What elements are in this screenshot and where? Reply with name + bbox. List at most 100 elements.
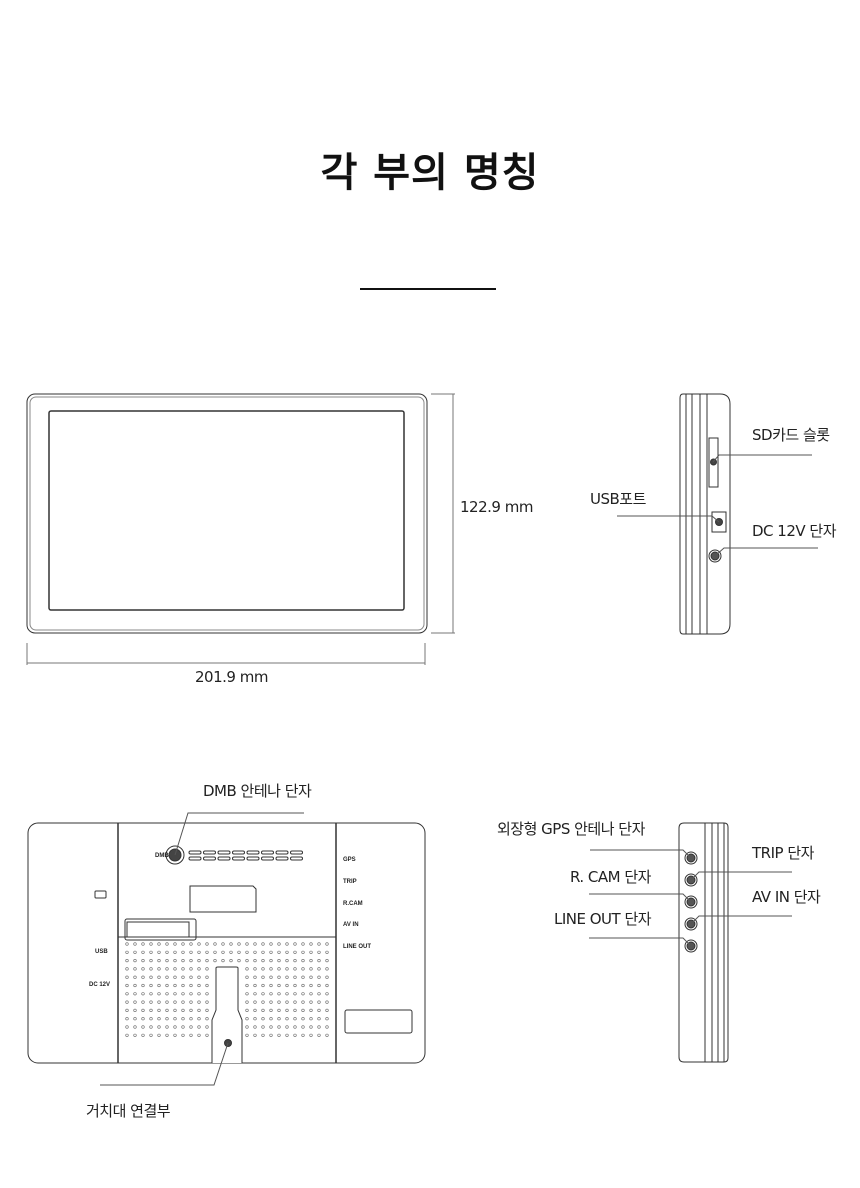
grille-hole: [181, 975, 185, 979]
grille-hole: [293, 975, 297, 979]
grille-hole: [325, 958, 329, 963]
page-title: 각 부의 명칭: [320, 150, 540, 196]
grille-hole: [245, 1025, 249, 1029]
grille-hole: [301, 983, 305, 988]
grille-hole: [237, 950, 241, 954]
grille-hole: [157, 1017, 161, 1021]
grille-hole: [269, 1008, 273, 1013]
grille-hole: [277, 967, 281, 971]
grille-hole: [285, 1025, 289, 1029]
grille-hole: [253, 1000, 257, 1004]
grille-hole: [189, 1008, 193, 1013]
grille-hole: [141, 950, 145, 954]
grille-hole: [293, 967, 297, 971]
grille-hole: [157, 967, 161, 971]
grille-hole: [285, 967, 289, 971]
grille-hole: [317, 1025, 321, 1029]
grille-hole: [133, 967, 137, 971]
grille-hole: [325, 975, 329, 979]
grille-hole: [301, 967, 305, 971]
grille-hole: [141, 1025, 145, 1029]
label-rcam: R. CAM 단자: [570, 868, 651, 886]
grille-hole: [205, 967, 209, 971]
grille-hole: [277, 1025, 281, 1029]
grille-hole: [269, 1017, 273, 1021]
grille-hole: [141, 1008, 145, 1013]
grille-hole: [133, 942, 137, 946]
grille-hole: [245, 950, 249, 954]
grille-hole: [133, 992, 137, 996]
grille-hole: [277, 1008, 281, 1013]
grille-hole: [181, 1008, 185, 1013]
grille-hole: [181, 1017, 185, 1021]
grille-hole: [269, 992, 273, 996]
grille-hole: [301, 942, 305, 946]
grille-hole: [181, 950, 185, 954]
grille-hole: [125, 1000, 129, 1004]
grille-hole: [317, 983, 321, 988]
grille-hole: [141, 958, 145, 963]
grille-hole: [149, 1017, 153, 1021]
grille-hole: [261, 950, 265, 954]
grille-hole: [277, 1033, 281, 1037]
grille-hole: [269, 1033, 273, 1037]
grille-hole: [165, 958, 169, 963]
grille-hole: [277, 950, 281, 954]
grille-hole: [245, 1017, 249, 1021]
grille-hole: [205, 975, 209, 979]
grille-hole: [253, 967, 257, 971]
grille-hole: [125, 975, 129, 979]
grille-hole: [165, 992, 169, 996]
grille-hole: [293, 1017, 297, 1021]
grille-hole: [157, 950, 161, 954]
grille-hole: [261, 1025, 265, 1029]
grille-hole: [325, 967, 329, 971]
print-trip: TRIP: [343, 879, 357, 885]
grille-hole: [277, 958, 281, 963]
grille-hole: [277, 992, 281, 996]
grille-hole: [261, 1033, 265, 1037]
grille-hole: [261, 992, 265, 996]
vent-slot: [290, 856, 303, 861]
vent-slot: [261, 850, 274, 855]
vent-slot: [232, 856, 245, 861]
grille-hole: [157, 983, 161, 988]
grille-hole: [293, 958, 297, 963]
grille-hole: [133, 1025, 137, 1029]
grille-hole: [277, 1000, 281, 1004]
grille-hole: [197, 967, 201, 971]
grille-hole: [205, 1000, 209, 1004]
print-dc: DC 12V: [89, 982, 110, 988]
grille-hole: [205, 1025, 209, 1029]
grille-hole: [197, 950, 201, 954]
grille-hole: [277, 983, 281, 988]
grille-hole: [245, 983, 249, 988]
grille-hole: [133, 1008, 137, 1013]
grille-hole: [237, 958, 241, 963]
grille-hole: [149, 958, 153, 963]
port-jack: [684, 917, 698, 931]
grille-hole: [197, 983, 201, 988]
grille-hole: [253, 950, 257, 954]
grille-hole: [157, 1000, 161, 1004]
grille-hole: [325, 1025, 329, 1029]
vent-slot: [290, 850, 303, 855]
grille-hole: [309, 942, 313, 946]
grille-hole: [229, 958, 233, 963]
label-trip: TRIP 단자: [752, 844, 814, 862]
grille-hole: [181, 992, 185, 996]
grille-hole: [309, 975, 313, 979]
grille-hole: [141, 1000, 145, 1004]
print-usb: USB: [95, 949, 108, 955]
side-view-top: [617, 393, 818, 635]
label-gps: 외장형 GPS 안테나 단자: [497, 820, 645, 838]
grille-hole: [197, 958, 201, 963]
grille-hole: [261, 942, 265, 946]
grille-hole: [285, 950, 289, 954]
label-mount: 거치대 연결부: [86, 1102, 171, 1120]
grille-hole: [157, 1008, 161, 1013]
grille-hole: [205, 1017, 209, 1021]
grille-hole: [173, 1033, 177, 1037]
grille-hole: [125, 958, 129, 963]
grille-hole: [181, 1025, 185, 1029]
